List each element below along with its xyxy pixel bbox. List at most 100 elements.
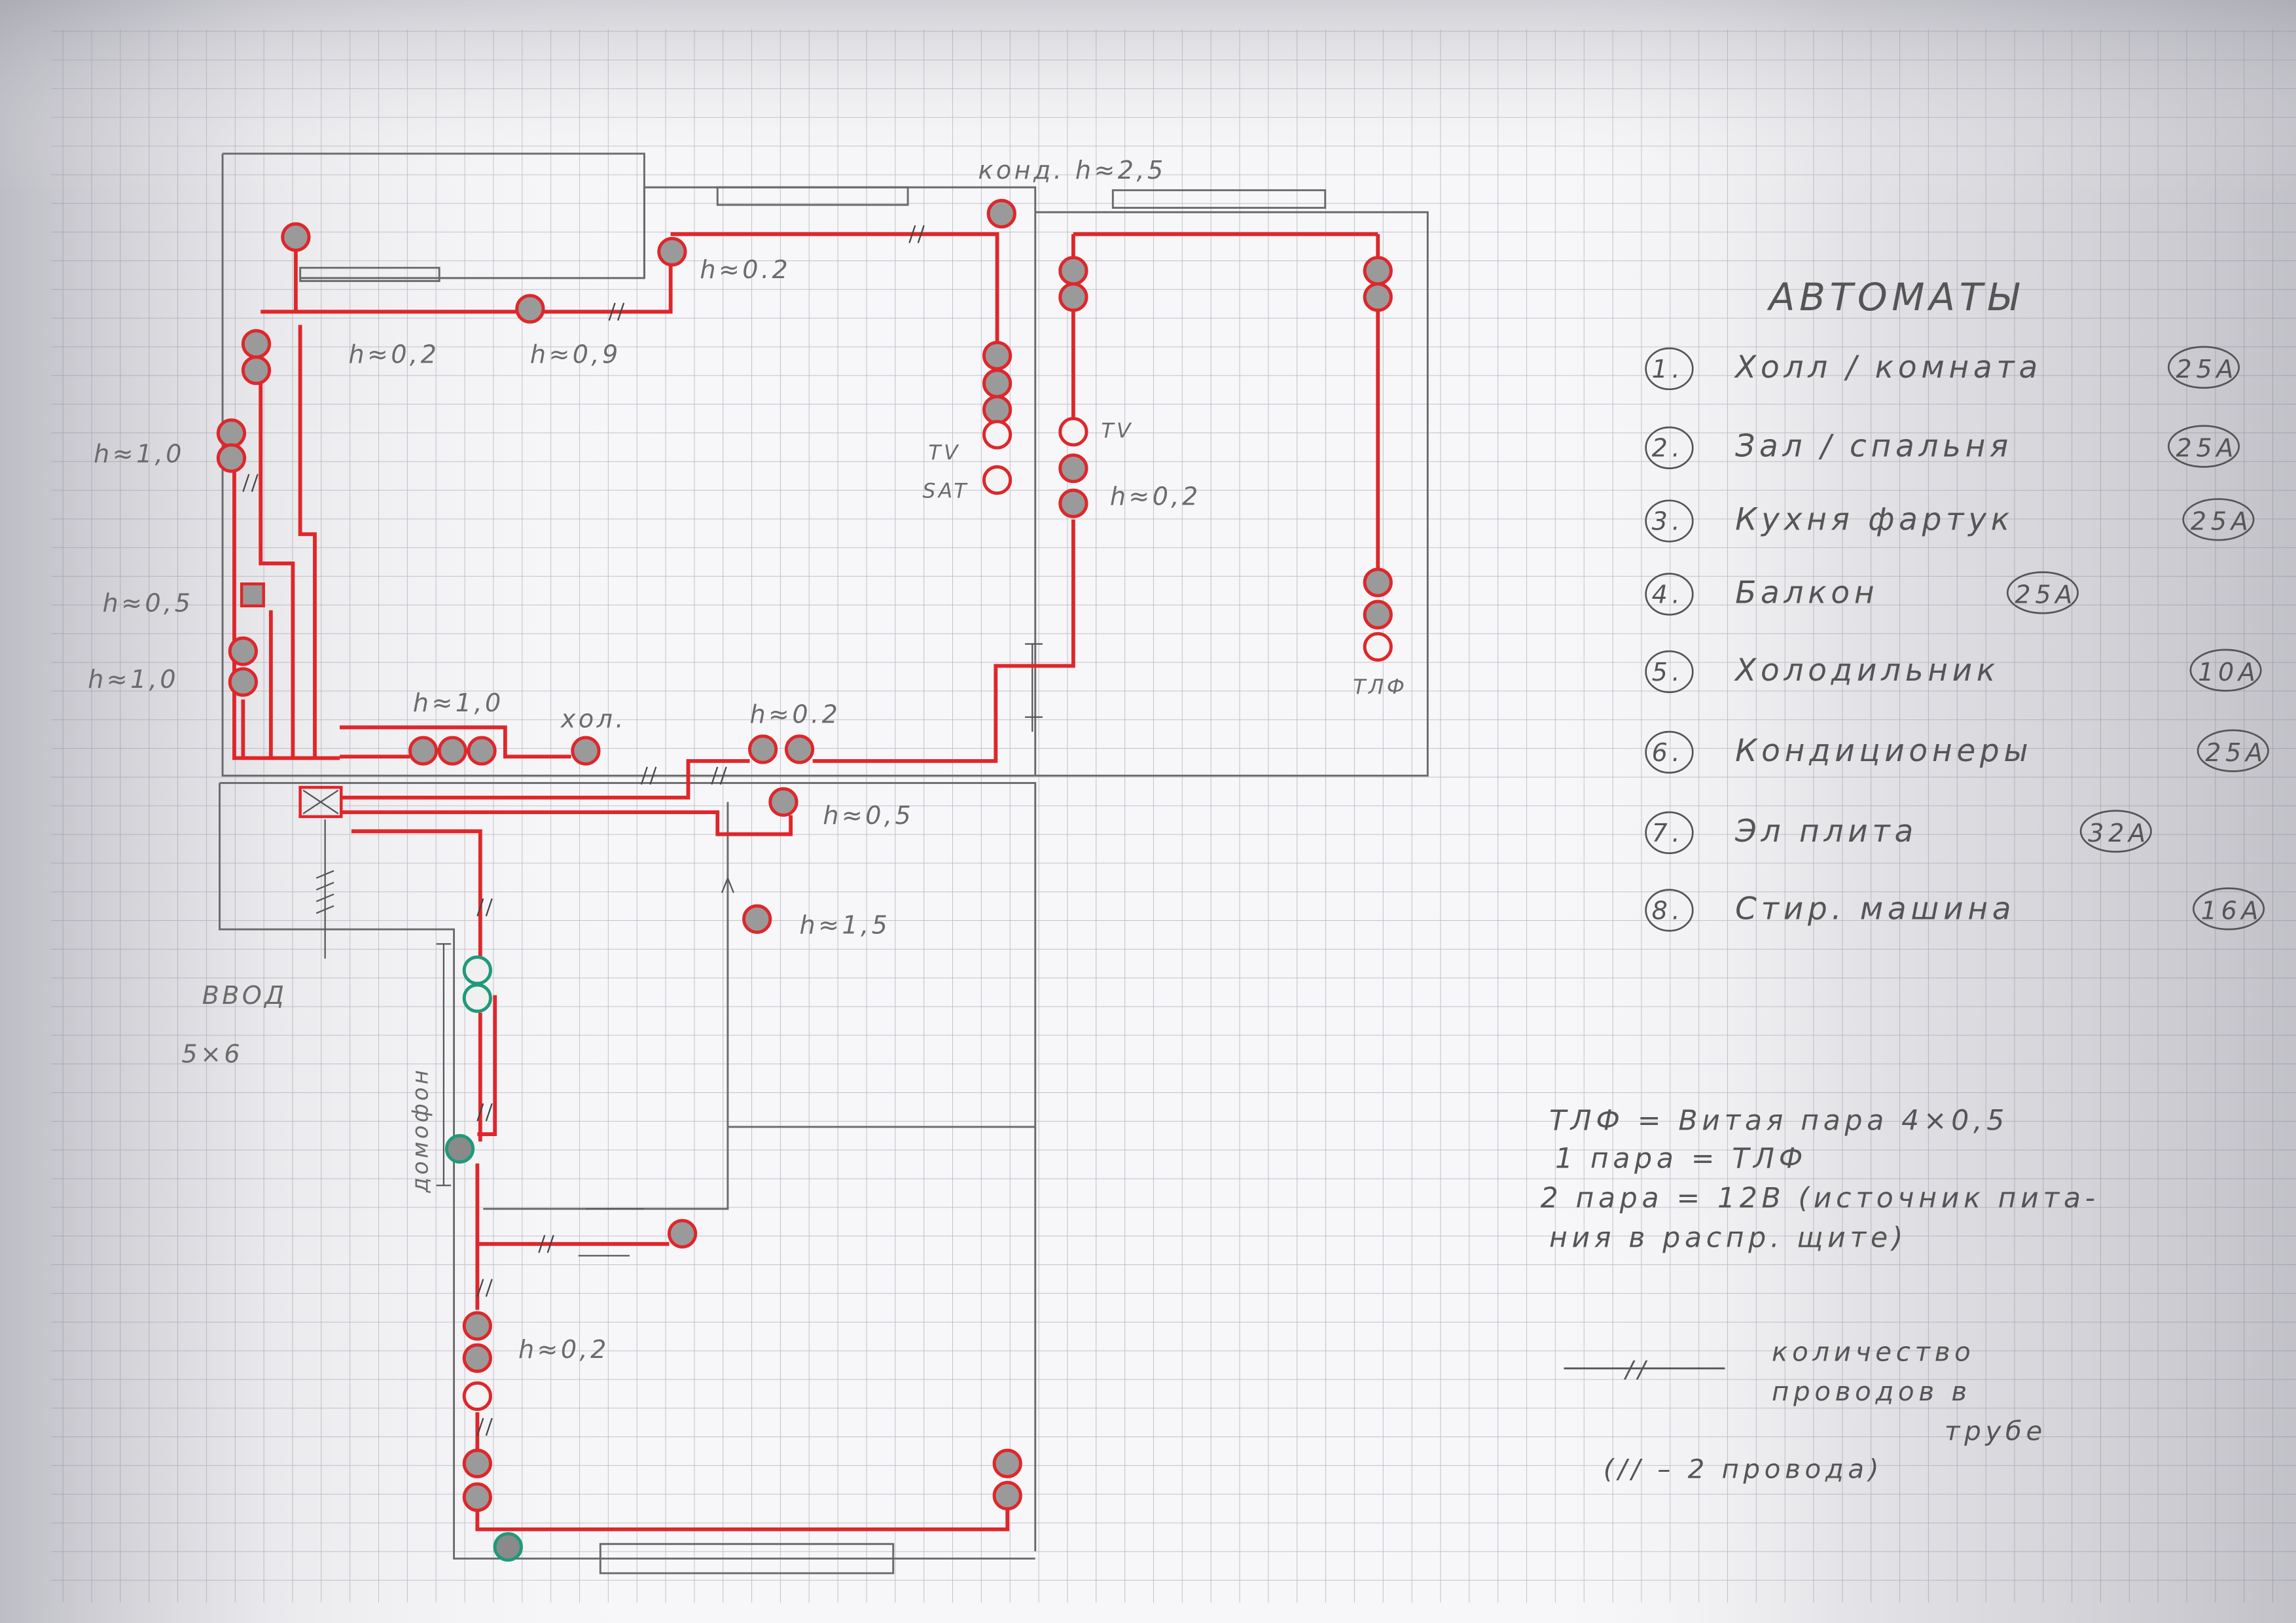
breaker-number: 3. bbox=[1652, 507, 1685, 536]
breaker-number-circle bbox=[1645, 811, 1694, 855]
breaker-rating: 25А bbox=[2176, 434, 2238, 463]
socket-icon bbox=[408, 736, 439, 766]
breaker-rating: 25А bbox=[2015, 580, 2077, 609]
breaker-number: 7. bbox=[1652, 819, 1685, 847]
conduit-symbol-legend: // количество проводов в трубе (// – 2 п… bbox=[1564, 1338, 2047, 1485]
conduit-tick bbox=[242, 474, 259, 492]
label-height: h≈0,2 bbox=[1110, 482, 1201, 511]
socket-icon bbox=[462, 1482, 492, 1512]
label-input-cable: 5×6 bbox=[181, 1040, 243, 1069]
socket-icon bbox=[982, 340, 1013, 370]
socket-icon bbox=[467, 736, 497, 766]
breaker-circuit-name: Балкон bbox=[1735, 575, 1878, 611]
conduit-tick bbox=[538, 1235, 554, 1253]
breaker-number: 6. bbox=[1652, 738, 1685, 767]
plan-labels: конд. h≈2,5 h≈0.2 h≈0,2 h≈0,9 h≈1,0 h≈0,… bbox=[88, 156, 1405, 1364]
breaker-rating: 25А bbox=[2176, 355, 2238, 383]
breaker-row: 2. Зал / спальня 25А bbox=[1645, 425, 2240, 469]
socket-icon bbox=[1058, 282, 1088, 312]
switch-box-icon bbox=[240, 582, 265, 608]
breaker-number: 1. bbox=[1652, 355, 1685, 383]
socket-icon bbox=[742, 904, 772, 934]
wire-run bbox=[340, 758, 750, 800]
conduit-tick bbox=[908, 225, 925, 243]
breaker-row: 5. Холодильник 10А bbox=[1645, 649, 2262, 694]
breaker-rating-oval bbox=[2006, 571, 2079, 615]
socket-icon bbox=[216, 443, 247, 473]
label-tv: TV bbox=[928, 441, 960, 465]
socket-icon bbox=[437, 736, 467, 766]
intercom-point-icon bbox=[462, 955, 492, 986]
breaker-circuit-name: Зал / спальня bbox=[1735, 429, 2013, 465]
breaker-rating: 10А bbox=[2198, 658, 2260, 687]
label-height: h≈1,0 bbox=[413, 688, 504, 717]
breaker-rating-oval bbox=[2197, 729, 2269, 772]
breaker-number-circle bbox=[1645, 650, 1694, 694]
socket-icon bbox=[1363, 256, 1393, 286]
breaker-rating-oval bbox=[2182, 498, 2255, 541]
wire-run bbox=[340, 810, 793, 836]
socket-icon bbox=[571, 736, 601, 766]
label-intercom: домофон bbox=[407, 1067, 433, 1194]
breaker-circuit-name: Кухня фартук bbox=[1735, 502, 2014, 538]
label-height: h≈0,5 bbox=[823, 801, 914, 830]
label-height: h≈0.2 bbox=[749, 700, 840, 729]
breaker-number-circle bbox=[1645, 889, 1694, 932]
socket-icon bbox=[982, 395, 1013, 425]
socket-icon bbox=[1363, 632, 1393, 662]
conduit-tick bbox=[476, 1279, 493, 1297]
socket-icon bbox=[1058, 417, 1088, 447]
wire-run bbox=[475, 1510, 1010, 1531]
breaker-number: 5. bbox=[1652, 658, 1685, 687]
socket-icon bbox=[241, 355, 272, 385]
label-height: h≈1,0 bbox=[94, 440, 185, 469]
label-height: h≈0.2 bbox=[700, 255, 791, 284]
label-height: h≈1,0 bbox=[88, 665, 179, 694]
conduit-marks bbox=[242, 225, 925, 1436]
wire-run bbox=[812, 519, 1075, 763]
intercom-point-icon bbox=[493, 1532, 523, 1562]
breaker-rating-oval bbox=[2168, 425, 2240, 468]
symbol-legend-text: трубе bbox=[1945, 1416, 2047, 1446]
breaker-rating: 25А bbox=[2205, 738, 2267, 767]
breaker-number-circle bbox=[1645, 573, 1694, 616]
socket-icon bbox=[216, 418, 247, 448]
socket-icon bbox=[1058, 488, 1088, 518]
socket-icon bbox=[241, 329, 272, 359]
wire-run bbox=[259, 383, 295, 758]
distribution-panel bbox=[298, 785, 343, 819]
socket-icon bbox=[982, 419, 1013, 450]
conduit-tick bbox=[608, 302, 625, 321]
breaker-rating: 32А bbox=[2088, 819, 2150, 847]
breaker-rating-oval bbox=[2189, 649, 2262, 692]
phone-notes: ТЛФ = Витая пара 4×0,5 1 пара = ТЛФ 2 па… bbox=[1541, 1105, 2100, 1254]
note-line: ния в распр. щите) bbox=[1549, 1222, 1907, 1254]
note-line: 2 пара = 12В (источник пита- bbox=[1541, 1183, 2100, 1215]
intercom-point-icon bbox=[444, 1133, 475, 1164]
label-sat: SAT bbox=[922, 479, 969, 503]
label-height: h≈0,2 bbox=[518, 1335, 609, 1364]
wire-run bbox=[260, 251, 673, 314]
conduit-tick bbox=[640, 766, 657, 785]
socket-icon bbox=[982, 465, 1013, 495]
breaker-rating-oval bbox=[2193, 887, 2265, 931]
breaker-number: 2. bbox=[1652, 434, 1685, 463]
socket-icon bbox=[462, 1381, 492, 1411]
conduit-tick bbox=[476, 898, 493, 917]
breaker-number-circle bbox=[1645, 347, 1694, 391]
label-input: ВВОД bbox=[202, 981, 287, 1010]
symbol-legend-text: (// – 2 провода) bbox=[1604, 1455, 1883, 1485]
breaker-circuit-name: Холодильник bbox=[1733, 652, 2000, 688]
note-line: 1 пара = ТЛФ bbox=[1555, 1143, 1807, 1175]
label-fridge: хол. bbox=[560, 704, 626, 733]
socket-icon bbox=[1058, 256, 1088, 286]
label-height: h≈0,5 bbox=[103, 589, 194, 618]
socket-icon bbox=[228, 636, 258, 666]
socket-icon bbox=[515, 294, 545, 324]
intercom-point-icon bbox=[462, 983, 492, 1013]
